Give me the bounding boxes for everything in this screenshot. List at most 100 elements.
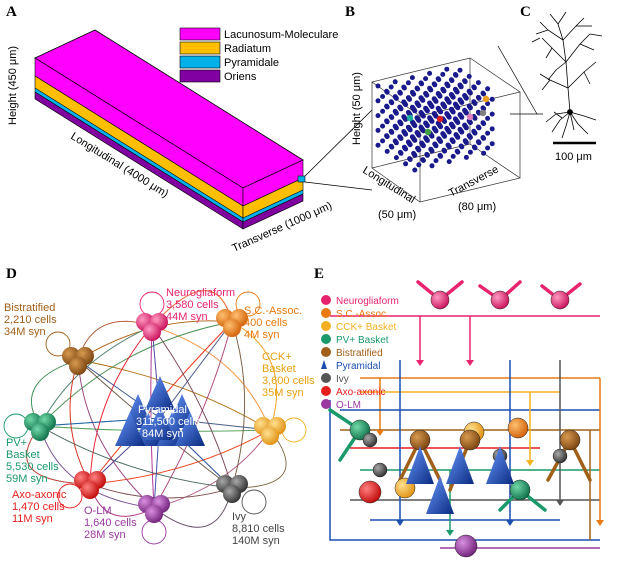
cell-dot [452,116,458,122]
neurite [551,111,571,133]
panel-b: B Height (50 μm) Longitudinal (50 μm) Tr… [345,4,521,221]
cell-dot [462,78,468,84]
pyramidal-node [115,412,145,446]
cell-dot [409,134,415,140]
cell-dot [462,122,468,128]
cell-dot [440,71,446,77]
synapse-marker [556,500,564,506]
label-bistratified-syn: 34M syn [4,326,46,338]
neurite [531,37,541,43]
cell-dot [388,114,394,120]
cell-dot [407,156,413,162]
cell-dot [457,112,463,118]
cell-dot [397,119,403,125]
legend-label: Axo-axonic [336,387,385,398]
cell-dot [418,80,424,86]
panel-label-a: A [6,4,17,20]
cell-dot [466,88,472,94]
cell-dot [489,126,495,132]
cell-dot [380,123,386,129]
cell-dot [412,167,418,173]
cell-dot [449,137,455,143]
self-loop [141,519,167,545]
connection-edge [89,325,153,485]
cell-dot [423,120,429,126]
pyramidal-node [145,376,175,410]
neurite [539,21,564,41]
legend-label: Ivy [336,374,349,385]
connection-edge [77,359,271,431]
label-olm-syn: 28M syn [84,529,126,541]
cell-dot [452,72,458,77]
cell-dot [448,121,454,127]
label-axo-name: Axo-axonic [12,489,67,501]
label-ivy-cells: 8,810 cells [232,523,285,535]
self-loop [3,413,29,439]
legend-marker [321,334,331,344]
label-pv-syn: 59M syn [6,473,48,485]
label-olm-name: O-LM [84,505,112,517]
neurite [549,13,559,25]
cell-dot [427,85,433,91]
cell-dot [448,77,454,83]
legend-marker [321,399,331,409]
cell-dot [431,96,437,102]
cell-dot [462,107,468,113]
height-label: Height (450 μm) [7,46,19,125]
connection-edge [231,321,277,431]
cell-dot [418,95,424,101]
cell-dot [431,111,437,116]
cell-dot [475,80,481,86]
cell-dot [452,101,458,107]
cell-dot [375,83,381,89]
cell-dot [414,115,420,121]
neurite [562,17,585,41]
neurogliaform-node [143,323,161,341]
self-loop [139,291,165,317]
cell-dot [397,134,403,140]
cell-dot [416,162,422,168]
cell-dot-highlight [466,113,474,121]
legend-label: O-LM [336,400,361,411]
circuit-cell [550,290,570,310]
connection-edge [39,321,233,427]
cell-dot [405,124,411,130]
synapse-marker [416,360,424,366]
cell-dot [388,84,394,90]
neurite [567,61,597,89]
cell-dot [405,95,411,101]
circuit-cell [459,429,481,451]
label-neurogliaform-name: Neurogliaform [166,287,235,299]
circuit-pyramidal [486,446,514,484]
synapse-marker [526,460,534,466]
legend-marker [321,321,331,331]
cell-dot [457,126,463,132]
self-loop [241,489,267,515]
cell-dot-highlight [436,115,444,123]
label-olm-cells: 1,640 cells [84,517,137,529]
cell-dot [452,86,458,92]
neurite [565,33,591,63]
cell-dot [437,152,443,158]
self-loop [235,291,261,317]
cell-dot [418,110,424,115]
neurite [541,37,567,63]
label-ivy-syn: 140M syn [232,535,280,547]
cell-dot [475,94,481,100]
cell-dot [458,143,464,149]
cell-dot [440,86,446,92]
cell-dot [384,103,390,109]
legend-label-pyramidale: Pyramidale [224,57,279,69]
cell-dot [457,67,463,73]
circuit-cell [454,534,478,558]
legend-swatch-lm [179,27,221,41]
cell-dot [375,127,381,133]
legend-label: Neurogliaform [336,296,399,307]
label-scassoc-cells: 400 cells [244,317,288,329]
panel-label-d: D [6,266,17,282]
cell-dot [397,104,403,110]
legend-swatch-oriens [179,69,221,83]
b-longitudinal-sub: (50 μm) [378,209,416,221]
connection-edge [151,325,233,489]
